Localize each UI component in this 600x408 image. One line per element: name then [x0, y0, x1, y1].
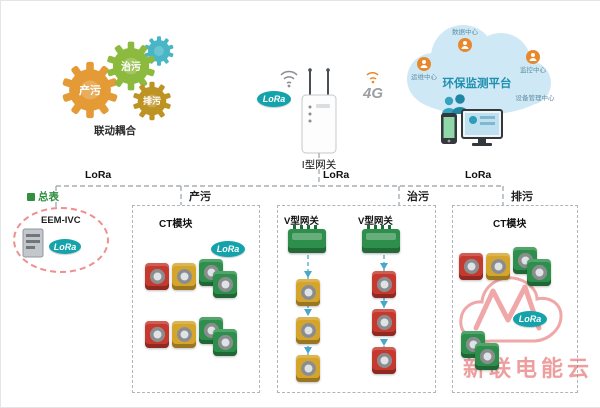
ct-module [296, 355, 320, 382]
v-gateway-device [288, 225, 326, 253]
ops-center-icon [417, 57, 431, 71]
meter-model-label: EEM-IVC [41, 215, 81, 226]
lora-segment-label-middle: LoRa [323, 169, 350, 181]
ct-module [296, 317, 320, 344]
zone-title-treat: 治污 [404, 188, 432, 204]
watermark-logo [459, 276, 563, 343]
4g-icon: 4G [362, 72, 383, 102]
linkage-coupling-label: 联动耦合 [94, 125, 136, 137]
meter-bullet-icon [27, 192, 35, 201]
users-icon [442, 94, 469, 114]
data-center-label: 数据中心 [452, 27, 479, 36]
4g-label: 4G [362, 85, 383, 102]
ct-module [145, 263, 169, 290]
lora-badge-produce: LoRa [211, 241, 245, 257]
lora-bus-lines [55, 153, 504, 207]
gateway-type1-label: I型网关 [301, 159, 337, 171]
lora-badge-meter: LoRa [49, 239, 81, 254]
ct-module-label-discharge: CT模块 [493, 219, 527, 230]
gear-label-discharge: 排污 [143, 95, 161, 106]
ct-module [213, 271, 237, 298]
ops-center-label: 运维中心 [411, 72, 438, 81]
zone-box-treat [277, 205, 436, 393]
ct-module [527, 259, 551, 286]
zone-box-discharge [452, 205, 578, 393]
v-gateway-label-right: V型网关 [358, 216, 393, 227]
lora-segment-label-right: LoRa [465, 169, 492, 181]
ct-module [486, 253, 510, 280]
ct-module [475, 343, 499, 370]
meter-group-ellipse [13, 207, 109, 273]
gear-label-produce: 产污 [79, 83, 101, 97]
monitor-icon [461, 109, 503, 146]
ct-module [145, 321, 169, 348]
cloud-platform-icon: 环保监测平台 数据中心 运维中心 监控中心 设备管理中心 [407, 25, 555, 146]
monitor-center-label: 监控中心 [520, 65, 547, 74]
zone-box-produce [132, 205, 260, 393]
gear-label-treat: 治污 [121, 60, 141, 73]
lora-badge-discharge: LoRa [513, 311, 547, 327]
linkage-gears-icon: 产污 治污 排污 [62, 36, 174, 121]
ct-module [372, 347, 396, 374]
zone-title-discharge: 排污 [508, 188, 536, 204]
ct-module-label-produce: CT模块 [159, 219, 193, 230]
cloud-title: 环保监测平台 [443, 76, 512, 90]
ct-module [372, 271, 396, 298]
lora-badge-gateway: LoRa [257, 91, 291, 107]
gateway-device-icon [301, 68, 337, 154]
phone-icon [441, 113, 457, 144]
lora-segment-label-left: LoRa [85, 169, 112, 181]
main-meter-title: 总表 [27, 189, 59, 204]
v-gateway-device [362, 225, 400, 253]
monitor-center-icon [526, 50, 540, 64]
main-meter-label: 总表 [38, 191, 59, 203]
ct-module [459, 253, 483, 280]
wifi-icon [280, 70, 298, 88]
v-gateway-label-left: V型网关 [284, 216, 319, 227]
data-center-icon [458, 38, 472, 52]
zone-title-produce: 产污 [186, 188, 214, 204]
ct-module [172, 321, 196, 348]
ct-module [296, 279, 320, 306]
ct-module [213, 329, 237, 356]
device-mgmt-center-label: 设备管理中心 [516, 93, 556, 102]
ct-module [172, 263, 196, 290]
ct-module [372, 309, 396, 336]
